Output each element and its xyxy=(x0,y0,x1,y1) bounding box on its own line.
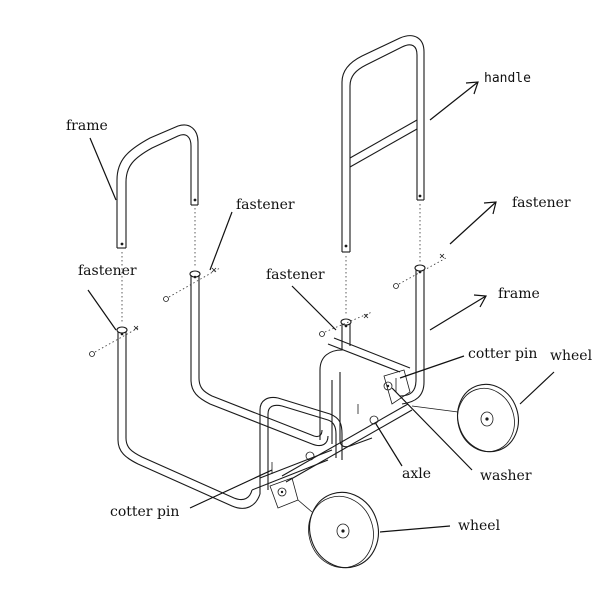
assembly-guide-lines xyxy=(121,204,421,322)
left-frame-upper xyxy=(116,124,199,249)
label-cotter-pin-bottom: cotter pin xyxy=(110,504,179,520)
labels: handle frame fastener fastener fastener … xyxy=(66,71,593,534)
label-axle: axle xyxy=(402,466,431,482)
cotter-pin-parts xyxy=(271,378,397,474)
label-fastener-top-center: fastener xyxy=(236,197,295,213)
label-leaders xyxy=(87,137,555,533)
label-handle: handle xyxy=(484,71,531,86)
lower-frame xyxy=(116,264,426,509)
label-frame-right: frame xyxy=(498,286,540,302)
handle-part xyxy=(341,35,425,253)
fastener-bolts xyxy=(89,253,447,357)
label-frame-left: frame xyxy=(66,118,108,134)
label-fastener-mid: fastener xyxy=(266,267,325,283)
label-wheel-right: wheel xyxy=(550,348,593,364)
label-wheel-bottom: wheel xyxy=(458,518,501,534)
axle-part xyxy=(281,403,413,483)
label-fastener-left: fastener xyxy=(78,263,137,279)
label-fastener-top-right: fastener xyxy=(512,195,571,211)
wheel-right-part xyxy=(411,383,519,453)
label-arrows xyxy=(429,81,497,331)
label-cotter-pin-right: cotter pin xyxy=(468,346,537,362)
label-washer: washer xyxy=(480,468,532,484)
wheel-bottom-part xyxy=(297,491,379,569)
